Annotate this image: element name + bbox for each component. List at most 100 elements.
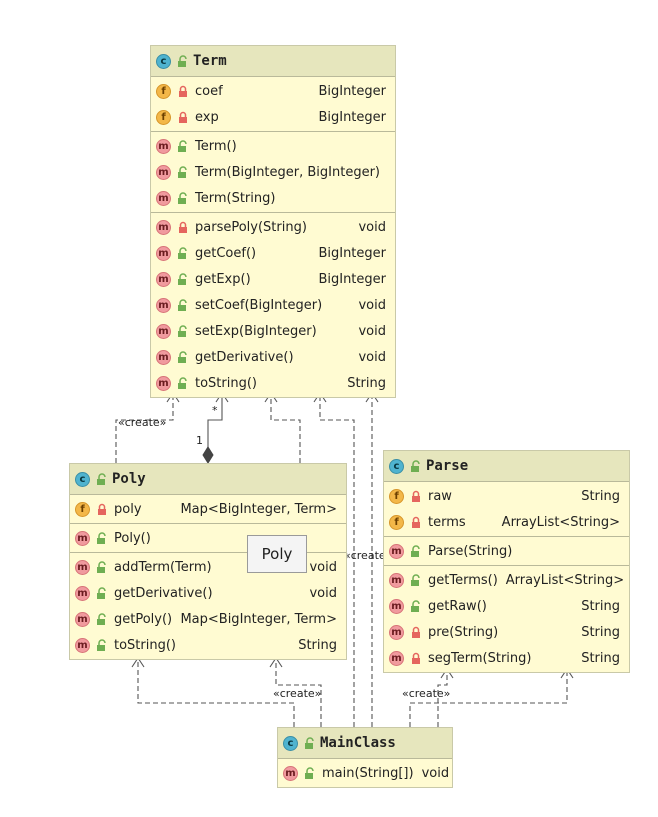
method-type: Map<BigInteger, Term>	[180, 611, 337, 627]
method-icon: m	[389, 624, 404, 640]
method-type: void	[358, 349, 386, 365]
method-row[interactable]: m setExp(BigInteger) void	[151, 318, 395, 344]
multiplicity-many: *	[212, 404, 218, 417]
method-name: setCoef(BigInteger)	[195, 297, 323, 313]
method-name: main(String[])	[322, 765, 414, 781]
class-icon: c	[75, 471, 90, 487]
public-lock-icon	[411, 459, 420, 472]
field-name: terms	[428, 514, 466, 530]
method-name: setExp(BigInteger)	[195, 323, 317, 339]
field-name: coef	[195, 83, 223, 99]
method-icon: m	[156, 219, 171, 235]
parse-class-header[interactable]: c Parse	[384, 451, 629, 482]
method-icon: m	[389, 543, 404, 559]
public-lock-icon	[178, 324, 187, 337]
method-name: pre(String)	[428, 624, 499, 640]
method-name: getDerivative()	[114, 585, 213, 601]
field-icon: f	[389, 514, 404, 530]
field-name: raw	[428, 488, 452, 504]
method-name: getCoef()	[195, 245, 257, 261]
public-lock-icon	[411, 573, 420, 586]
method-icon: m	[75, 637, 90, 653]
term-class-header[interactable]: c Term	[151, 46, 395, 77]
class-icon: c	[156, 53, 171, 69]
method-type: void	[358, 323, 386, 339]
method-icon: m	[75, 559, 90, 575]
method-name: getTerms()	[428, 572, 498, 588]
method-name: getRaw()	[428, 598, 487, 614]
public-lock-icon	[305, 736, 314, 749]
method-icon: m	[389, 650, 404, 666]
method-type: String	[298, 637, 337, 653]
method-icon: m	[156, 323, 171, 339]
method-name: Term(String)	[195, 190, 276, 206]
mainclass-class-name: MainClass	[320, 735, 396, 751]
private-lock-icon	[412, 516, 420, 528]
class-icon: c	[283, 735, 298, 751]
method-name: parsePoly(String)	[195, 219, 307, 235]
create-label-main-parse: «create»	[402, 687, 451, 700]
poly-class-header[interactable]: c Poly	[70, 464, 346, 495]
method-icon: m	[156, 245, 171, 261]
public-lock-icon	[97, 586, 106, 599]
method-type: BigInteger	[318, 245, 386, 261]
method-name: Term(BigInteger, BigInteger)	[195, 164, 381, 180]
method-type: ArrayList<String>	[505, 572, 625, 588]
method-row[interactable]: m getCoef() BigInteger	[151, 240, 395, 266]
private-lock-icon	[98, 503, 106, 515]
method-row[interactable]: m Term(String)	[151, 185, 395, 211]
method-icon: m	[156, 190, 171, 206]
multiplicity-one: 1	[196, 434, 203, 447]
public-lock-icon	[178, 246, 187, 259]
field-type: String	[581, 488, 620, 504]
main-creates-poly-line-2	[275, 658, 322, 727]
method-row[interactable]: m toString() String	[70, 632, 346, 658]
term-methods: m parsePoly(String) void m getCoef() BigInte…	[151, 213, 395, 397]
field-icon: f	[156, 83, 171, 99]
main-creates-parse-line-1	[409, 669, 568, 727]
private-lock-icon	[412, 626, 420, 638]
parse-class-name: Parse	[426, 458, 469, 474]
create-label-main-poly: «create»	[273, 687, 322, 700]
hover-tooltip: Poly	[247, 535, 307, 573]
public-lock-icon	[178, 54, 187, 67]
method-icon: m	[283, 765, 298, 781]
method-type: BigInteger	[318, 271, 386, 287]
method-name: Term()	[195, 138, 237, 154]
field-type: BigInteger	[318, 109, 386, 125]
public-lock-icon	[178, 298, 187, 311]
public-lock-icon	[178, 165, 187, 178]
method-name: toString()	[114, 637, 176, 653]
mainclass-class-header[interactable]: c MainClass	[278, 728, 452, 759]
method-type: void	[309, 559, 337, 575]
